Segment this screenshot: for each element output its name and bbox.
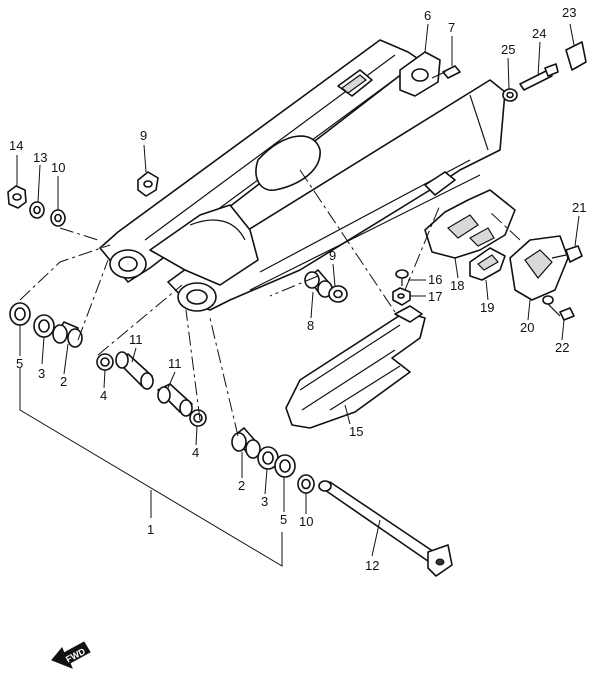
callout-25: 25 xyxy=(501,42,515,57)
callout-21: 21 xyxy=(572,200,586,215)
callout-6: 6 xyxy=(424,8,431,23)
bearing-3-right xyxy=(257,446,279,470)
callout-24: 24 xyxy=(532,26,546,41)
bolt-24 xyxy=(519,63,559,91)
callout-13: 13 xyxy=(33,150,47,165)
callout-22: 22 xyxy=(555,340,569,355)
callout-11-lower: 11 xyxy=(168,356,182,371)
fwd-direction-arrow: FWD xyxy=(51,641,91,669)
callout-4-left: 4 xyxy=(100,388,107,403)
bolt-22 xyxy=(547,303,575,321)
nut-14 xyxy=(7,185,27,209)
callout-10-left: 10 xyxy=(51,160,65,175)
nut-9-upper xyxy=(137,171,159,197)
pivot-shaft-12 xyxy=(318,480,453,577)
bearing-3-left xyxy=(33,314,55,338)
callout-3-right: 3 xyxy=(261,494,268,509)
callout-15: 15 xyxy=(349,424,363,439)
callout-16: 16 xyxy=(428,272,442,287)
callout-10-right: 10 xyxy=(299,514,313,529)
sleeve-11-lower xyxy=(157,383,193,417)
clip-23 xyxy=(565,41,587,71)
callout-17: 17 xyxy=(428,289,442,304)
callout-9-upper: 9 xyxy=(140,128,147,143)
washer-25 xyxy=(502,88,518,102)
guide-plate-19 xyxy=(469,247,506,281)
callout-labels: 1 2 2 3 3 4 4 5 5 6 7 8 9 9 10 10 11 11 … xyxy=(9,5,586,573)
callout-5-right: 5 xyxy=(280,512,287,527)
sleeve-11-upper xyxy=(115,351,154,390)
callout-2-right: 2 xyxy=(238,478,245,493)
guide-plate-20 xyxy=(509,235,569,305)
callout-8: 8 xyxy=(307,318,314,333)
swingarm xyxy=(99,39,506,312)
alignment-lines xyxy=(19,169,521,437)
callout-19: 19 xyxy=(480,300,494,315)
callout-9-lower: 9 xyxy=(329,248,336,263)
callout-11-upper: 11 xyxy=(129,332,143,347)
callout-3-left: 3 xyxy=(38,366,45,381)
washer-10-left xyxy=(50,209,66,227)
bolt-7 xyxy=(431,65,461,79)
seal-5-left xyxy=(9,302,31,326)
spacer-2-left xyxy=(52,321,83,348)
callout-7: 7 xyxy=(448,20,455,35)
seal-5-right xyxy=(274,454,296,478)
callout-18: 18 xyxy=(450,278,464,293)
callout-12: 12 xyxy=(365,558,379,573)
leader-lines xyxy=(16,23,580,567)
bushing-8 xyxy=(304,269,333,298)
callout-5-left: 5 xyxy=(16,356,23,371)
spacer-2-right xyxy=(231,427,261,459)
washer-9-lower xyxy=(328,285,348,303)
chain-slider-15 xyxy=(285,305,426,429)
washer-13 xyxy=(29,201,45,219)
washer-10-right xyxy=(297,474,315,494)
callout-1: 1 xyxy=(147,522,154,537)
chain-guide-18 xyxy=(424,189,516,259)
callout-4-right: 4 xyxy=(192,445,199,460)
callout-23: 23 xyxy=(562,5,576,20)
callout-14: 14 xyxy=(9,138,23,153)
seal-4-left xyxy=(96,353,114,371)
screw-16 xyxy=(395,269,409,286)
bolt-21 xyxy=(551,245,583,263)
collar-17 xyxy=(392,287,411,306)
callout-2-left: 2 xyxy=(60,374,67,389)
seal-4-right xyxy=(189,409,207,427)
callout-20: 20 xyxy=(520,320,534,335)
